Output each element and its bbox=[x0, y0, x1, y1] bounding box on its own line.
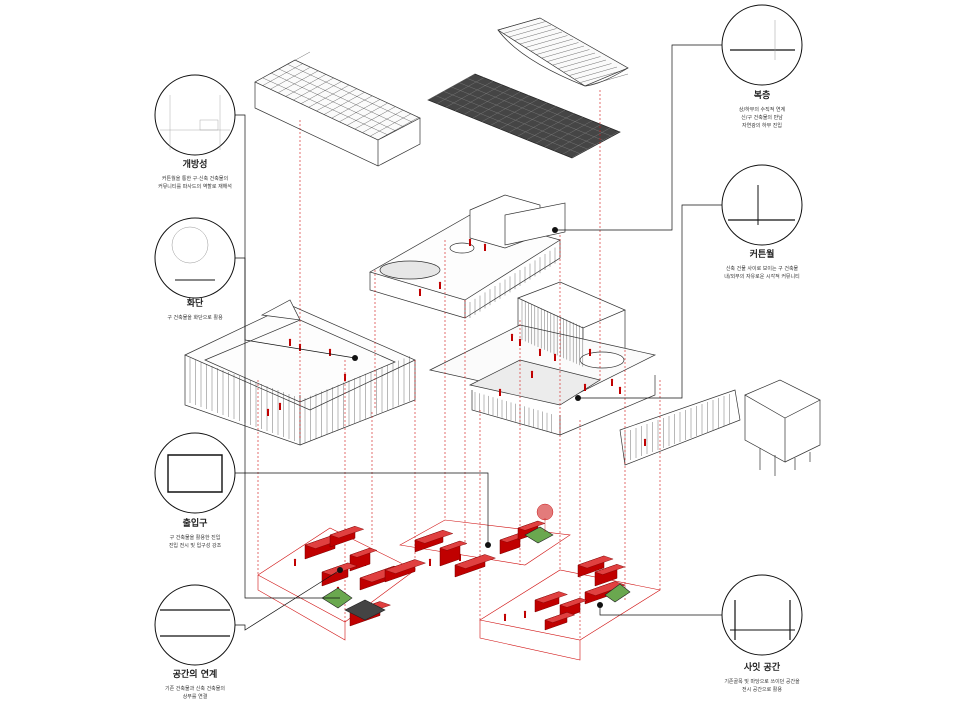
callout-curtain-line-1: 신축 건물 사이로 보이는 구 건축물 bbox=[725, 266, 799, 272]
callout-entrance-title: 출입구 bbox=[182, 519, 208, 529]
callout-courtyard: 화단 구 건축물을 화단으로 활용 bbox=[140, 296, 250, 322]
roof-left bbox=[254, 51, 421, 167]
upper-floor-right-block bbox=[428, 281, 657, 436]
callout-double: 복층 상/하부의 수직적 연계 신/구 건축물의 만남 자연광의 하부 진입 bbox=[707, 88, 817, 130]
callout-circle-entrance bbox=[154, 432, 236, 514]
ground-slab-right bbox=[479, 569, 661, 661]
callout-dots bbox=[337, 227, 603, 608]
roof-middle bbox=[427, 73, 621, 159]
callout-open-line-1: 커튼월을 통한 구·신축 건축물의 bbox=[161, 176, 229, 182]
callout-link-title: 공간의 연계 bbox=[172, 670, 218, 680]
callout-leaders bbox=[235, 44, 723, 631]
callout-circle-open bbox=[154, 74, 236, 156]
callout-circle-link bbox=[154, 584, 236, 666]
callout-between-line-1: 기존골목 및 마당으로 쓰이던 공간을 bbox=[724, 679, 800, 685]
callout-circle-curtain bbox=[721, 164, 803, 246]
callout-curtain: 커튼월 신축 건물 사이로 보이는 구 건축물 내/외부의 자유로운 시각적 커… bbox=[702, 247, 822, 281]
callout-between: 사잇 공간 기존골목 및 마당으로 쓰이던 공간을 전시 공간으로 활용 bbox=[702, 660, 822, 694]
callout-curtain-title: 커튼월 bbox=[749, 250, 775, 260]
callout-entrance-line-1: 구 건축물을 활용한 진입 bbox=[169, 535, 221, 541]
upper-floor-mid-bridge bbox=[369, 194, 566, 319]
callout-courtyard-line-1: 구 건축물을 화단으로 활용 bbox=[167, 315, 223, 321]
callout-courtyard-title: 화단 bbox=[186, 299, 204, 309]
callout-link-line-2: 상부를 연결 bbox=[182, 694, 208, 700]
callout-between-title: 사잇 공간 bbox=[743, 663, 781, 673]
callout-open-title: 개방성 bbox=[182, 160, 208, 170]
red-trees bbox=[536, 503, 554, 532]
people-figures bbox=[266, 238, 647, 621]
callout-open-line-2: 커뮤니티를 파사드의 역할로 재해석 bbox=[158, 184, 232, 190]
callout-entrance: 출입구 구 건축물을 활용한 진입 진입 전시 및 입구성 강조 bbox=[140, 516, 250, 550]
callout-link-line-1: 기존 건축물과 신축 건축물의 bbox=[165, 686, 225, 692]
annex-building bbox=[619, 379, 821, 476]
callout-circle-between bbox=[721, 574, 803, 656]
callout-double-line-1: 상/하부의 수직적 연계 bbox=[738, 107, 786, 113]
dark-pit bbox=[344, 599, 386, 621]
callout-double-line-2: 신/구 건축물의 만남 bbox=[741, 115, 783, 121]
callout-between-line-2: 전시 공간으로 활용 bbox=[742, 687, 782, 693]
callout-entrance-line-2: 진입 전시 및 입구성 강조 bbox=[168, 543, 222, 549]
roof-right-canopy bbox=[497, 17, 629, 87]
callout-circle-double bbox=[721, 4, 803, 86]
callout-double-line-3: 자연광의 하부 진입 bbox=[742, 123, 782, 129]
callout-open: 개방성 커튼월을 통한 구·신축 건축물의 커뮤니티를 파사드의 역할로 재해석 bbox=[140, 157, 250, 191]
callout-circle-courtyard bbox=[154, 217, 236, 299]
callout-link: 공간의 연계 기존 건축물과 신축 건축물의 상부를 연결 bbox=[140, 667, 250, 701]
callout-double-title: 복층 bbox=[753, 91, 771, 101]
ground-red-masses bbox=[304, 520, 627, 631]
callout-curtain-line-2: 내/외부의 자유로운 시각적 커뮤니티 bbox=[724, 274, 800, 280]
